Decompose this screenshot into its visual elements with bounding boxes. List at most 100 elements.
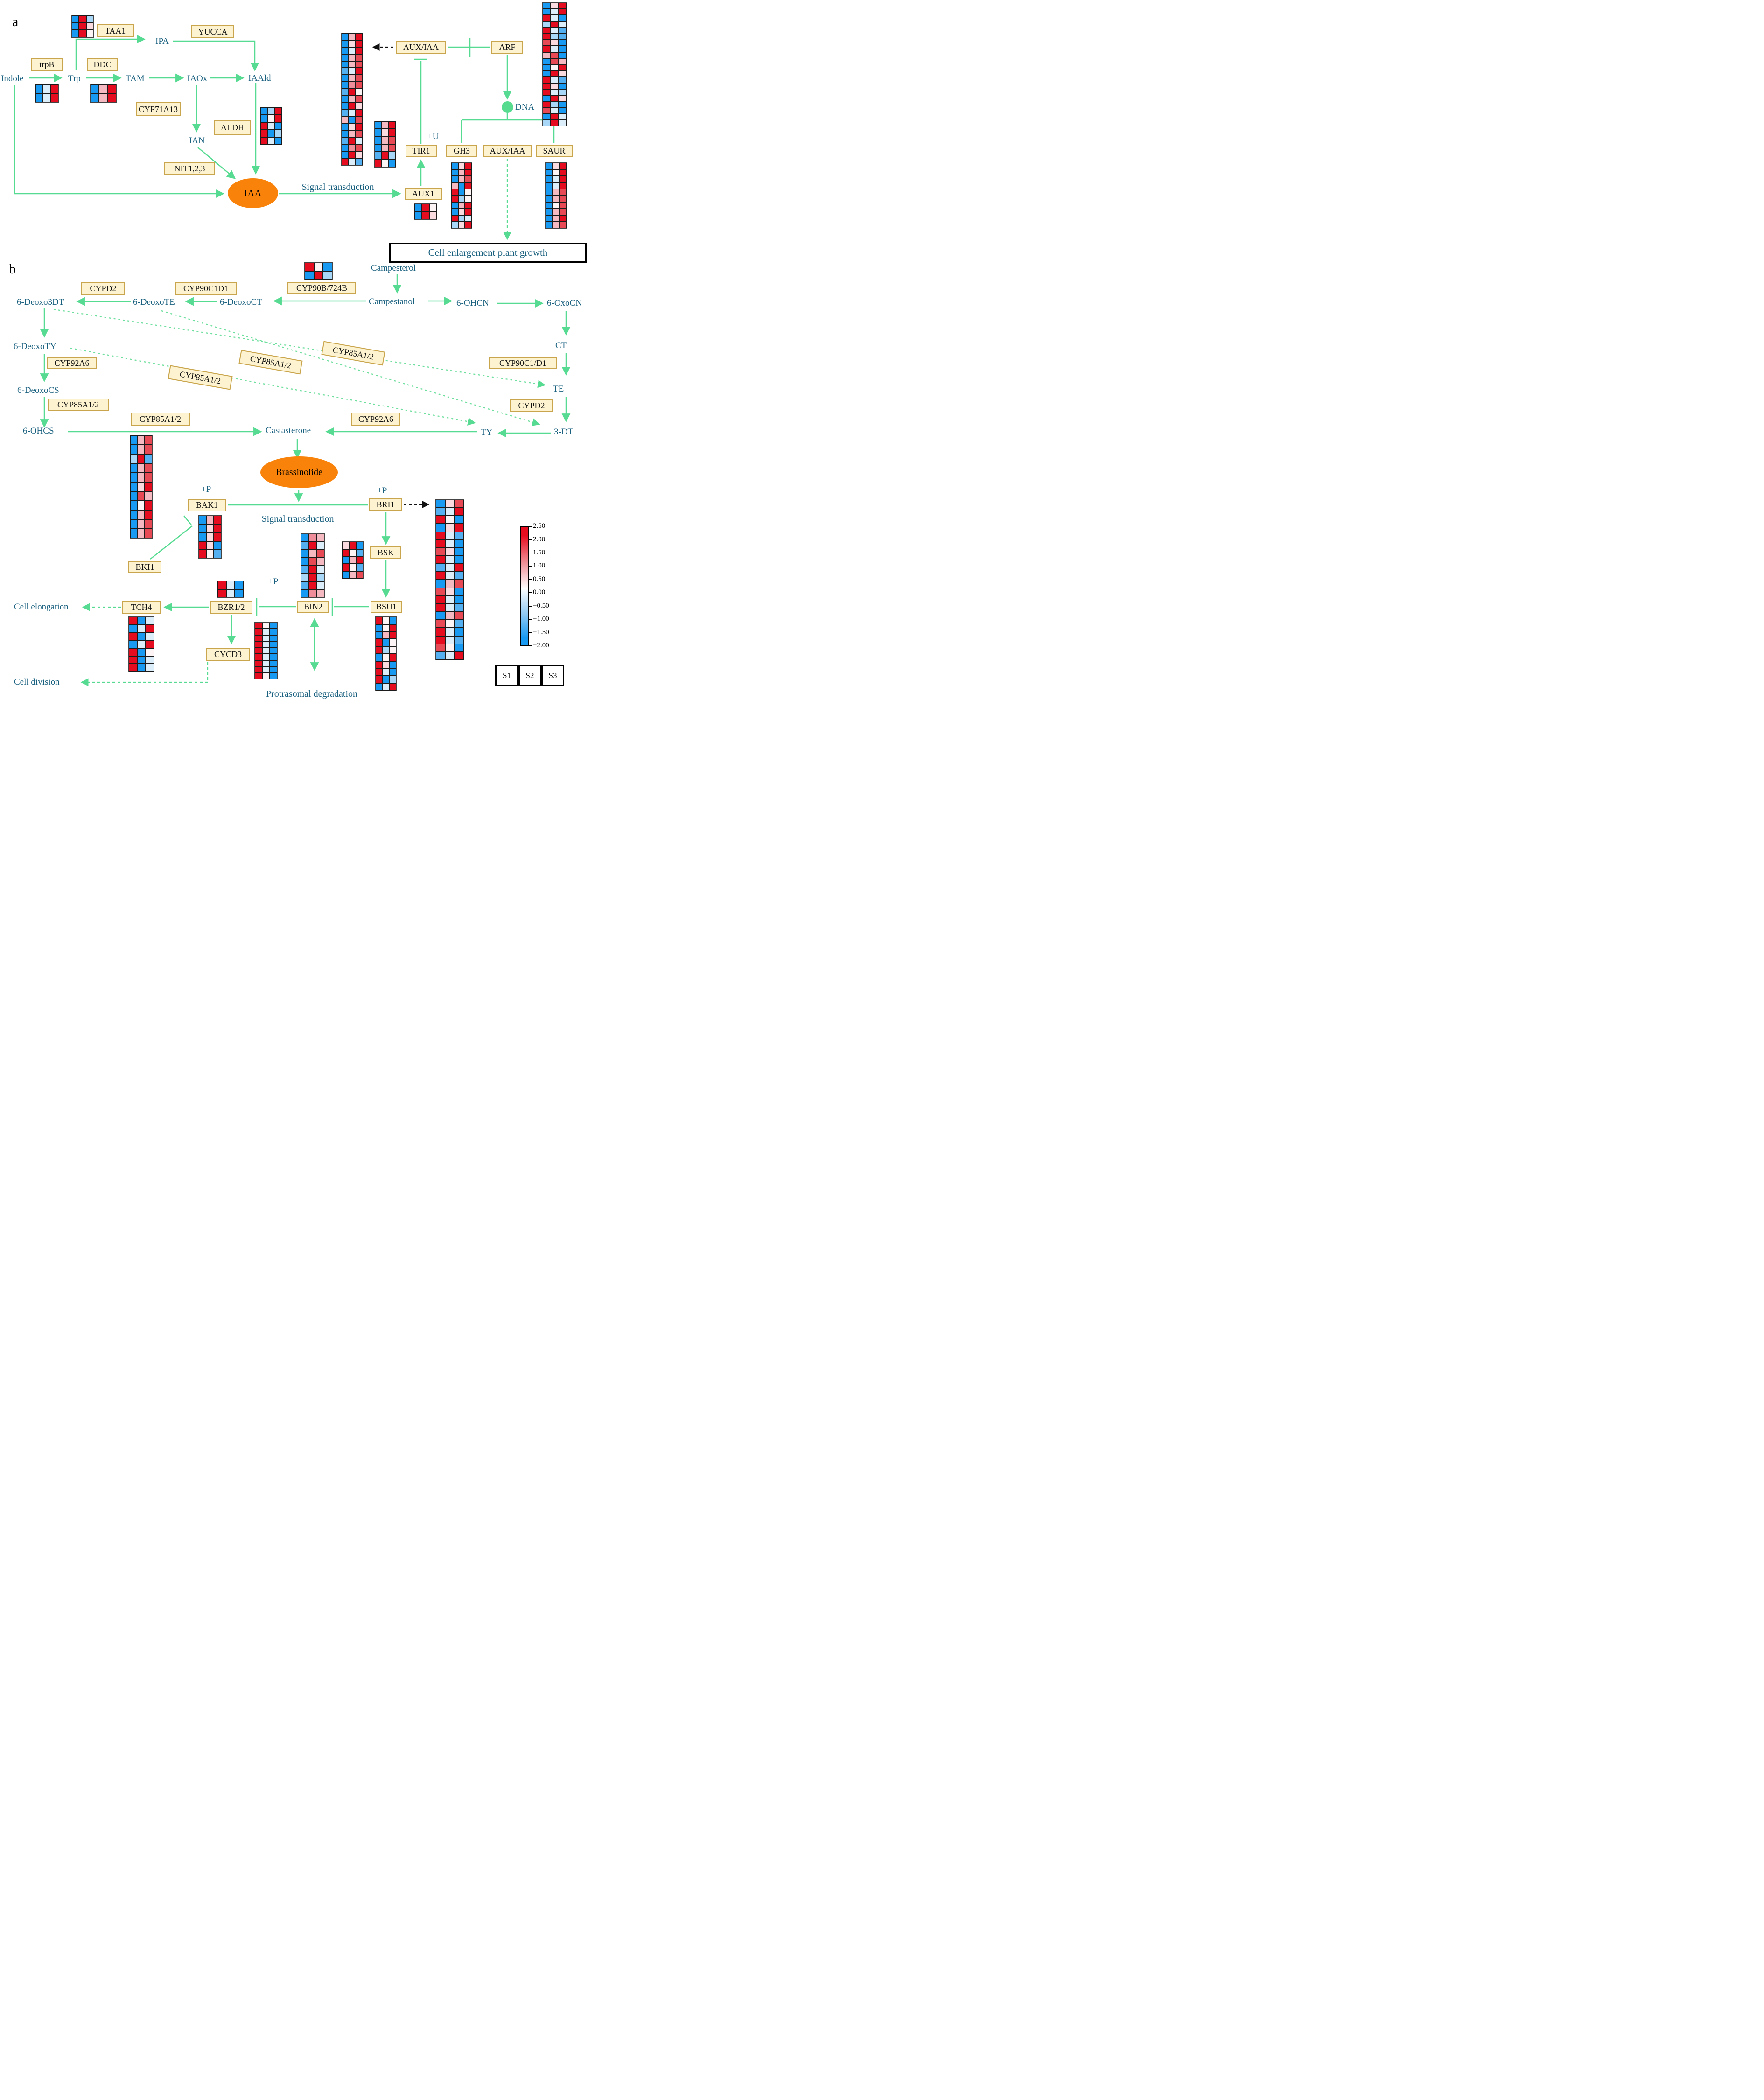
node-ddc: DDC: [87, 58, 118, 71]
metabolite-3dt: 3-DT: [554, 427, 574, 437]
metabolite-deoxoct: 6-DeoxoCT: [220, 297, 262, 307]
metabolite-deoxo3dt: 6-Deoxo3DT: [17, 297, 64, 307]
metabolite-tam: TAM: [126, 74, 145, 84]
node-cyp71a13: CYP71A13: [136, 102, 181, 116]
brassinolide-ellipse: Brassinolide: [260, 456, 338, 488]
heatmap-ddc: [90, 84, 117, 103]
metabolite-ct: CT: [555, 341, 567, 350]
colorbar-tick: −1.50: [529, 629, 549, 637]
cell-enlargement-box: Cell enlargement plant growth: [389, 243, 587, 263]
pathway-arrows: [14, 35, 571, 686]
heatmap-cycd3: [254, 622, 278, 679]
heatmap-castasterone: [130, 435, 153, 539]
heatmap-trpb: [35, 84, 59, 103]
node-cyp92a6-l: CYP92A6: [47, 357, 97, 369]
node-saur: SAUR: [536, 145, 573, 157]
node-bak1: BAK1: [188, 499, 226, 511]
signal-transduction-b: Signal transduction: [261, 514, 334, 524]
metabolite-trp: Trp: [68, 74, 81, 84]
panel-a-label: a: [12, 14, 19, 29]
plus-p-bak1: +P: [201, 484, 211, 494]
node-bzr12: BZR1/2: [210, 601, 252, 614]
metabolite-iaald: IAAld: [248, 73, 271, 83]
iaa-ellipse: IAA: [228, 178, 278, 208]
plus-p-bri1: +P: [377, 486, 387, 496]
heatmap-mid5: [342, 541, 364, 579]
node-cyp85-l: CYP85A1/2: [48, 399, 109, 411]
node-nit123: NIT1,2,3: [164, 162, 215, 175]
heatmap-bsu1: [375, 616, 397, 691]
heatmap-bak1: [198, 515, 222, 559]
metabolite-ipa: IPA: [155, 36, 169, 46]
heatmap-gh3: [451, 162, 472, 229]
dna-dot: [502, 101, 513, 113]
heatmap-saur: [545, 162, 567, 229]
heatmap-cyp90b: [304, 262, 333, 280]
colorbar-tick: −2.00: [529, 642, 549, 650]
node-trpb: trpB: [31, 58, 63, 71]
sample-s2: S2: [518, 665, 541, 686]
panel-b-label: b: [9, 261, 16, 277]
cell-elongation-label: Cell elongation: [14, 602, 69, 612]
metabolite-campesterol: Campesterol: [371, 263, 416, 273]
colorbar-tick: 2.50: [529, 522, 545, 530]
metabolite-campestanol: Campestanol: [369, 297, 415, 307]
heatmap-arf: [542, 2, 567, 126]
node-bri1: BRI1: [369, 498, 402, 511]
colorbar: [520, 526, 529, 646]
node-cypd2-r: CYPD2: [510, 399, 553, 412]
metabolite-ohcs: 6-OHCS: [23, 426, 54, 436]
metabolite-castasterone: Castasterone: [266, 426, 311, 435]
node-cypd2-l: CYPD2: [81, 282, 125, 295]
heatmap-aldh: [260, 107, 282, 145]
node-aux1: AUX1: [405, 188, 442, 200]
plus-p-bin2: +P: [268, 577, 279, 587]
colorbar-tick: 1.50: [529, 549, 545, 557]
colorbar-tick: −0.50: [529, 602, 549, 610]
node-cyp85-t3: CYP85A1/2: [168, 365, 233, 390]
heatmap-bri1: [435, 499, 464, 660]
metabolite-deoxoty: 6-DeoxoTY: [14, 342, 56, 351]
plus-u-label: +U: [427, 132, 439, 141]
node-cyp90b: CYP90B/724B: [287, 282, 356, 294]
node-cyp85-t1: CYP85A1/2: [321, 341, 385, 366]
node-bsk: BSK: [370, 546, 401, 559]
metabolite-ohcn: 6-OHCN: [456, 298, 489, 308]
colorbar-tick: −1.00: [529, 615, 549, 623]
node-tir1: TIR1: [406, 145, 437, 157]
heatmap-bin2: [301, 533, 325, 598]
colorbar-tick: 0.50: [529, 575, 545, 583]
colorbar-tick: 0.00: [529, 588, 545, 596]
heatmap-aux1: [414, 203, 437, 220]
heatmap-tall-a1: [341, 33, 363, 166]
node-aux-iaa: AUX/IAA: [396, 41, 446, 54]
heatmap-small6: [374, 121, 396, 168]
metabolite-te: TE: [553, 384, 564, 394]
protrasomal-label: Protrasomal degradation: [266, 689, 358, 699]
node-arf: ARF: [491, 41, 523, 54]
node-cyp92a6-r: CYP92A6: [351, 413, 400, 426]
heatmap-taa1: [71, 15, 94, 38]
dna-label: DNA: [515, 102, 535, 112]
metabolite-ian: IAN: [189, 136, 205, 146]
colorbar-tick: 2.00: [529, 536, 545, 544]
node-yucca: YUCCA: [191, 25, 234, 38]
node-taa1: TAA1: [97, 24, 134, 37]
node-cyp90c1d1: CYP90C1D1: [175, 282, 237, 295]
node-cycd3: CYCD3: [206, 648, 250, 661]
metabolite-deoxote: 6-DeoxoTE: [133, 297, 175, 307]
sample-s1: S1: [495, 665, 518, 686]
node-bsu1: BSU1: [371, 601, 402, 613]
metabolite-deoxocs: 6-DeoxoCS: [17, 385, 59, 395]
node-aux-iaa2: AUX/IAA: [483, 145, 532, 157]
node-bin2: BIN2: [297, 601, 329, 613]
node-bki1: BKI1: [128, 561, 161, 573]
signal-transduction-a: Signal transduction: [301, 182, 374, 192]
cell-division-label: Cell division: [14, 677, 60, 687]
node-cyp90c1-d1: CYP90C1/D1: [489, 357, 557, 369]
metabolite-oxocn: 6-OxoCN: [547, 298, 582, 308]
node-cyp85-h: CYP85A1/2: [131, 413, 190, 426]
colorbar-tick: 1.00: [529, 562, 545, 570]
node-tch4: TCH4: [122, 601, 161, 614]
node-cyp85-t2: CYP85A1/2: [238, 350, 303, 375]
